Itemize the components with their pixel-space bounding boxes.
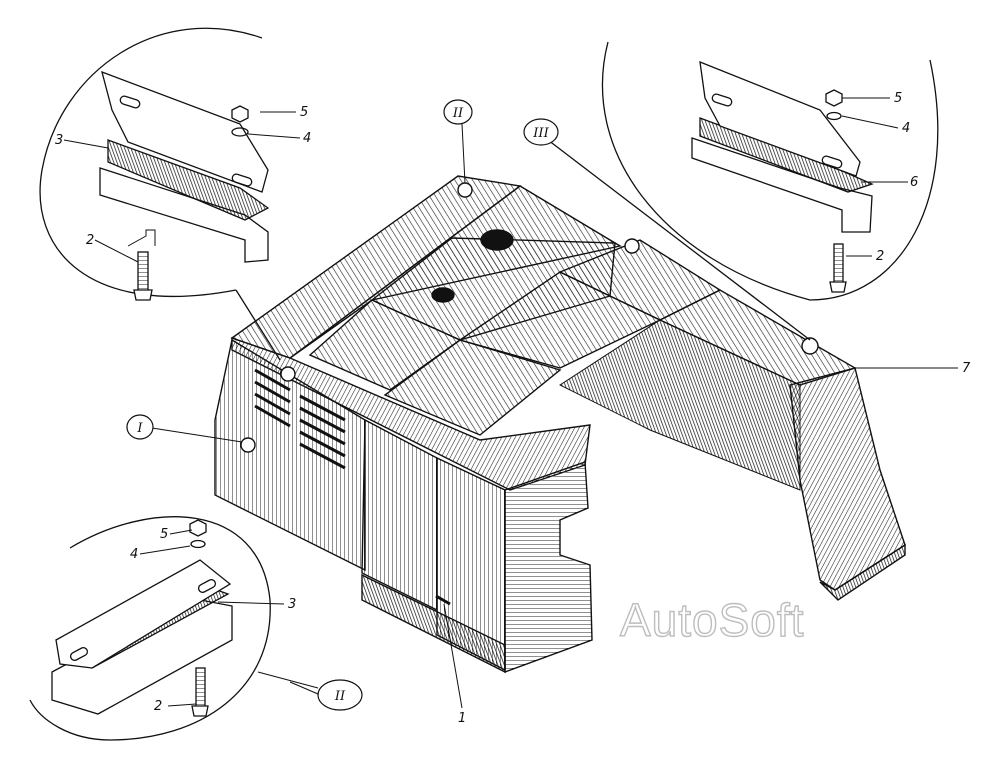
detail-boundary-arc-right: [601, 41, 939, 301]
washer: [231, 127, 249, 137]
gasket-strip: [107, 139, 270, 221]
view-label-I: I: [136, 421, 143, 436]
bubble-II-detail: [317, 679, 363, 711]
nut-right: [825, 89, 843, 107]
roof-hole-upper: [480, 229, 514, 251]
detail-marker-I-left: [280, 366, 296, 382]
roof-panel-e: [383, 339, 562, 436]
louver-grille: [254, 368, 346, 470]
leader-lines: [63, 97, 958, 709]
door-handle: [435, 594, 451, 606]
callout-tr-6: 6: [910, 175, 918, 190]
bolt-bottom: [195, 667, 206, 709]
callout-tr-5: 5: [894, 91, 902, 106]
detail-top-right: [547, 41, 939, 341]
bubble-III: [523, 118, 559, 146]
washer-bottom: [190, 539, 206, 549]
detail-marker-II: [457, 182, 473, 198]
cover-plate-right: [699, 60, 861, 177]
watermark: AutoSoft: [620, 594, 804, 646]
callout-7: 7: [962, 361, 971, 376]
callout-1: 1: [458, 711, 466, 726]
left-side-wall: [214, 338, 366, 572]
callout-tr-4: 4: [902, 121, 910, 136]
bolt-right: [833, 243, 844, 285]
view-label-II-detail: II: [334, 689, 346, 704]
washer-right: [826, 111, 842, 121]
detail-top-left: [39, 27, 281, 361]
cover-plate-bottom: [55, 559, 232, 669]
bubble-II: [443, 99, 473, 125]
view-bubbles: [126, 99, 559, 711]
callout-tr-2: 2: [876, 249, 884, 264]
nut-bottom: [189, 519, 207, 537]
right-wing-bottom: [819, 543, 906, 601]
callout-bl-4: 4: [130, 547, 138, 562]
hood-assembly: [214, 175, 906, 674]
detail-marker-I: [240, 437, 256, 453]
detail-boundary-arc: [39, 27, 263, 298]
front-right-pillar: [504, 461, 593, 674]
callout-tl-4: 4: [303, 131, 311, 146]
bubble-I: [126, 414, 154, 440]
leader-III: [547, 139, 811, 341]
detail-marker-III-left: [624, 238, 640, 254]
roof-hole-lower: [431, 287, 455, 303]
cover-plate: [101, 70, 269, 193]
view-label-III: III: [532, 126, 549, 141]
detail-boundary-arc-bottom: [29, 516, 271, 741]
callout-bl-5: 5: [160, 527, 168, 542]
callout-bl-2: 2: [154, 699, 162, 714]
detail-bottom-left: [29, 516, 271, 741]
leader-to-marker: [235, 289, 281, 361]
callout-tl-3: 3: [55, 133, 63, 148]
nut: [231, 105, 249, 123]
callout-tl-2: 2: [86, 233, 94, 248]
callout-tl-5: 5: [300, 105, 308, 120]
bolt: [137, 251, 149, 295]
view-label-II: II: [452, 106, 464, 121]
detail-marker-III-right: [801, 337, 819, 355]
callout-bl-3: 3: [288, 597, 296, 612]
